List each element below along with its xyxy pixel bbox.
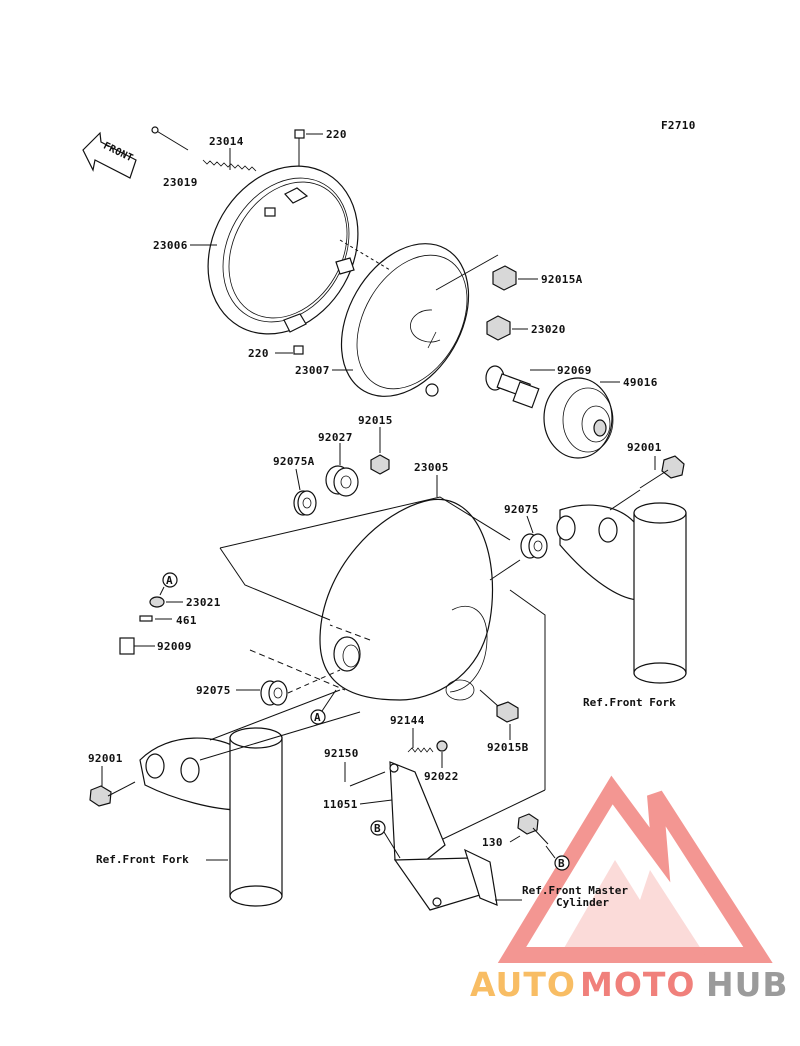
part-label-23007: 23007	[295, 364, 330, 377]
grommet-92075-left-icon	[260, 680, 288, 706]
callout-B-left-label: B	[374, 822, 381, 835]
ref-master-cylinder-line1: Ref.Front Master	[522, 884, 628, 897]
part-label-220-top: 220	[326, 128, 347, 141]
part-label-92075-right: 92075	[504, 503, 539, 516]
grommet-92075A-icon	[293, 490, 317, 516]
nut-23020-icon	[486, 315, 511, 341]
watermark-word-moto: MOTO	[580, 965, 695, 1004]
part-label-23014: 23014	[209, 135, 244, 148]
part-label-23019: 23019	[163, 176, 198, 189]
screw-92150-icon	[349, 771, 386, 787]
callout-B-left	[370, 820, 386, 836]
headlight-unit-23007	[340, 243, 470, 397]
headlight-housing-23005	[319, 498, 494, 701]
part-label-23005: 23005	[414, 461, 449, 474]
part-label-11051: 11051	[323, 798, 358, 811]
screw-220-bottom-icon	[293, 345, 304, 355]
left-front-fork-tube	[229, 727, 283, 907]
part-label-23021: 23021	[186, 596, 221, 609]
part-label-92001-left: 92001	[88, 752, 123, 765]
part-label-92027: 92027	[318, 431, 353, 444]
part-label-92144: 92144	[390, 714, 425, 727]
bolt-130-icon	[517, 813, 549, 845]
part-label-461: 461	[176, 614, 197, 627]
bulb-92069-icon	[485, 365, 540, 409]
callout-A-top-label: A	[166, 574, 173, 587]
callout-B-right	[554, 855, 570, 871]
bolt-92001-top-icon	[639, 455, 685, 489]
pin-461-icon	[139, 615, 153, 622]
bolt-92009-icon	[119, 637, 148, 655]
nut-92015-icon	[370, 454, 390, 475]
boot-49016-icon	[543, 377, 614, 459]
washer-92022-icon	[436, 740, 448, 752]
nut-92015B-icon	[496, 701, 519, 723]
collar-92027-icon	[325, 465, 359, 497]
part-label-92001-top: 92001	[627, 441, 662, 454]
part-label-49016: 49016	[623, 376, 658, 389]
part-label-92075A: 92075A	[273, 455, 315, 468]
ref-front-fork-left: Ref.Front Fork	[96, 853, 189, 866]
watermark-word-auto: AUTO	[470, 965, 576, 1004]
ref-master-cylinder-line2: Cylinder	[556, 896, 609, 909]
cap-23021-icon	[149, 596, 165, 608]
part-label-220-bottom: 220	[248, 347, 269, 360]
nut-92015A-icon	[492, 265, 517, 291]
part-label-92015B: 92015B	[487, 741, 529, 754]
callout-A-bottom-label: A	[314, 711, 321, 724]
callout-A-bottom	[310, 709, 326, 725]
ref-front-fork-right: Ref.Front Fork	[583, 696, 676, 709]
part-label-23020: 23020	[531, 323, 566, 336]
part-label-92069: 92069	[557, 364, 592, 377]
part-label-130: 130	[482, 836, 503, 849]
left-fork-bracket	[139, 737, 241, 811]
watermark-triangle-icon	[497, 775, 773, 963]
part-label-92015A: 92015A	[541, 273, 583, 286]
part-label-23006: 23006	[153, 239, 188, 252]
right-front-fork-tube	[633, 502, 687, 684]
bolt-92001-left-icon	[89, 781, 136, 807]
spring-92144-icon	[407, 747, 434, 753]
callout-B-right-label: B	[558, 857, 565, 870]
right-fork-bracket	[556, 504, 641, 601]
callout-A-top	[162, 572, 178, 588]
part-label-92150: 92150	[324, 747, 359, 760]
front-arrow-icon: FRONT	[82, 131, 137, 179]
bracket-11051	[389, 761, 498, 911]
watermark-text: AUTO MOTO HUB	[470, 965, 789, 1004]
part-label-92015: 92015	[358, 414, 393, 427]
figure-code: F2710	[661, 119, 696, 132]
grommet-92075-right-icon	[520, 533, 548, 559]
watermark-word-hub: HUB	[706, 965, 789, 1004]
part-label-92009: 92009	[157, 640, 192, 653]
headlight-rim-23006	[207, 165, 359, 335]
part-label-92022: 92022	[424, 770, 459, 783]
screw-23019-icon	[151, 126, 189, 151]
watermark-logo	[497, 775, 773, 963]
part-label-92075-left: 92075	[196, 684, 231, 697]
